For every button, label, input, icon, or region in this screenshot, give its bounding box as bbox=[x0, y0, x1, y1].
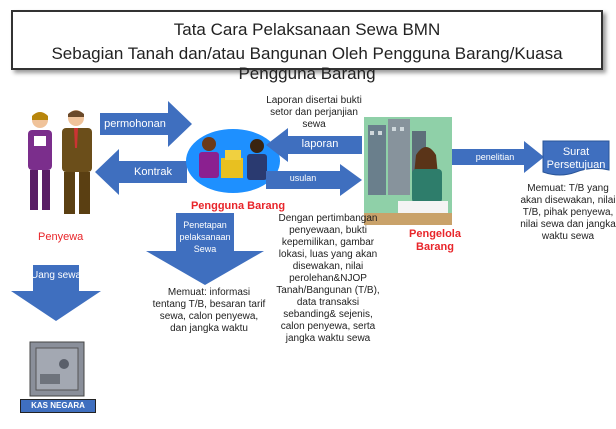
permohonan-arrow bbox=[100, 101, 192, 147]
penyewa-label: Penyewa bbox=[38, 231, 84, 243]
penetapan-label: Penetapan pelaksanaan Sewa bbox=[179, 220, 231, 254]
permohonan-label: permohonan bbox=[104, 118, 166, 130]
title-line-1: Tata Cara Pelaksanaan Sewa BMN bbox=[173, 20, 441, 39]
title-box: Tata Cara Pelaksanaan Sewa BMN Sebagian … bbox=[11, 10, 603, 83]
laporan-arrow bbox=[266, 128, 362, 162]
penelitian-arrow bbox=[452, 141, 544, 173]
pengguna-barang-icon bbox=[186, 129, 280, 193]
penetapan-note: Memuat: informasi tentang T/B, besaran t… bbox=[152, 287, 266, 334]
usulan-note: Dengan pertimbangan penyewaan, bukti kep… bbox=[276, 213, 380, 344]
kontrak-label: Kontrak bbox=[134, 166, 172, 178]
kas-negara-safe-icon bbox=[29, 341, 85, 397]
surat-persetujuan-shape bbox=[542, 140, 610, 176]
penelitian-label: penelitian bbox=[475, 152, 515, 162]
persetujuan-note: Memuat: T/B yang akan disewakan, nilai T… bbox=[520, 183, 616, 242]
penetapan-arrow bbox=[146, 213, 264, 285]
kontrak-arrow bbox=[95, 149, 187, 195]
uang-sewa-arrow bbox=[11, 265, 101, 321]
uang-sewa-label: Uang sewa bbox=[30, 270, 82, 281]
kas-negara-label: KAS NEGARA bbox=[20, 399, 96, 413]
pengguna-barang-label: Pengguna Barang bbox=[190, 200, 286, 212]
surat-persetujuan-label: Surat Persetujuan bbox=[546, 146, 606, 171]
title-line-2: Sebagian Tanah dan/atau Bangunan Oleh Pe… bbox=[51, 44, 563, 83]
laporan-label: laporan bbox=[301, 138, 339, 150]
pengelola-barang-label: Pengelola Barang bbox=[409, 228, 461, 253]
laporan-note: Laporan disertai bukti setor dan perjanj… bbox=[266, 95, 362, 130]
pengelola-barang-icon bbox=[364, 117, 452, 225]
usulan-label: usulan bbox=[289, 173, 317, 183]
penyewa-figures-icon bbox=[28, 110, 92, 214]
usulan-arrow bbox=[266, 164, 362, 196]
